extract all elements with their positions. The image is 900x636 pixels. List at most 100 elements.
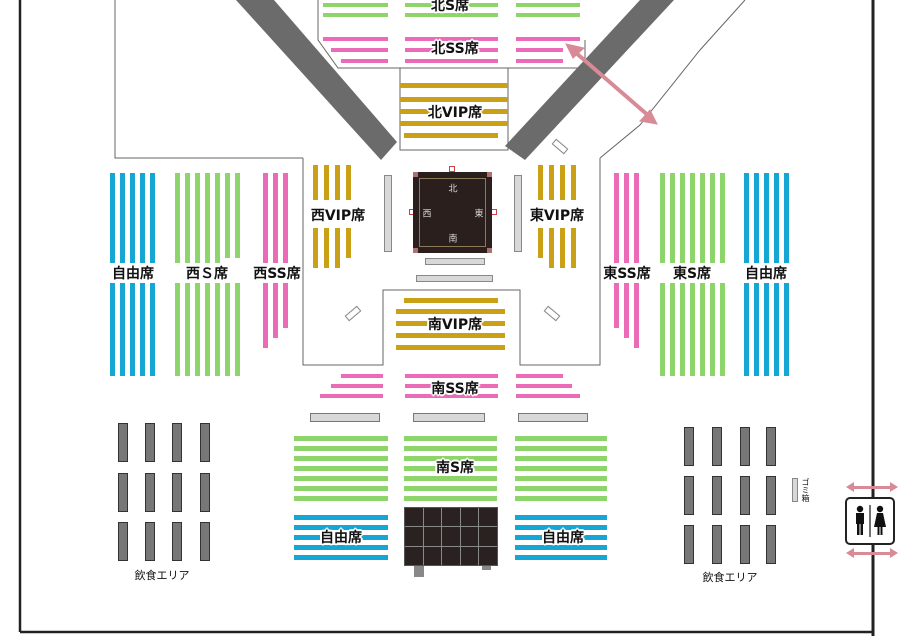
seat-row-north-vip: [404, 133, 498, 138]
seat-col-east-s: [720, 283, 725, 376]
food-table: [118, 522, 128, 561]
arrow-head: [846, 548, 854, 558]
seat-col-west-ss: [273, 173, 278, 263]
seat-row-north-s: [323, 13, 388, 17]
seat-row-north-s: [405, 3, 498, 7]
seat-row-south-s: [294, 496, 388, 501]
seat-row-north-ss: [516, 59, 563, 63]
seat-row-south-ss: [516, 374, 563, 378]
section-label-west-free: 自由席: [112, 266, 154, 282]
seat-row-south-ss: [405, 374, 498, 378]
seat-col-east-vip: [560, 228, 565, 268]
seat-row-north-s: [516, 13, 580, 17]
seat-col-east-free: [784, 283, 789, 376]
seat-row-north-s: [516, 3, 580, 7]
seat-col-west-ss: [283, 173, 288, 263]
stage-panel: [460, 546, 479, 565]
seat-row-south-vip: [396, 309, 505, 314]
seat-col-east-s: [670, 173, 675, 263]
seat-col-west-free: [110, 283, 115, 376]
seat-col-east-free: [764, 173, 769, 263]
food-table: [145, 522, 155, 561]
ring-direction-west: 西: [422, 209, 432, 220]
seat-col-west-s: [225, 173, 230, 258]
seat-row-south-ss: [331, 384, 383, 388]
inner-floor-boundary: [302, 158, 601, 366]
seat-col-east-ss: [624, 173, 629, 263]
seat-col-east-free: [784, 173, 789, 263]
food-table: [684, 525, 694, 564]
food-table: [766, 525, 776, 564]
seat-col-east-s: [660, 173, 665, 263]
seat-col-west-s: [195, 283, 200, 376]
seat-col-west-ss: [263, 283, 268, 348]
seat-row-north-ss: [516, 37, 580, 41]
seat-row-south-s: [294, 486, 388, 491]
seat-col-east-ss: [614, 283, 619, 328]
seat-col-east-s: [700, 173, 705, 263]
food-table: [118, 473, 128, 512]
seat-col-east-s: [690, 283, 695, 376]
bench: [416, 275, 493, 282]
seat-row-south-s: [404, 466, 497, 471]
food-table: [200, 423, 210, 462]
seat-col-east-s: [700, 283, 705, 376]
food-table: [200, 473, 210, 512]
section-label-east-vip: 東VIP席: [529, 208, 585, 224]
section-label-south-free-left: 自由席: [320, 530, 362, 546]
seat-row-north-ss: [341, 59, 388, 63]
seat-row-south-free: [294, 515, 388, 520]
restroom-icon: [845, 497, 895, 545]
seat-col-west-free: [150, 173, 155, 263]
bench: [425, 258, 485, 265]
seat-col-east-s: [680, 173, 685, 263]
seat-col-west-s: [215, 283, 220, 376]
ring-direction-north: 北: [448, 184, 458, 195]
food-table: [172, 423, 182, 462]
food-table: [684, 476, 694, 515]
seat-row-south-s: [294, 446, 388, 451]
seat-row-south-s: [294, 436, 388, 441]
seat-row-south-s: [404, 486, 497, 491]
seat-col-west-vip: [335, 165, 340, 200]
bench: [384, 175, 392, 252]
seat-row-south-vip: [396, 321, 505, 326]
section-label-south-ss: 南SS席: [431, 381, 479, 397]
seat-col-west-free: [140, 173, 145, 263]
section-label-south-free-right: 自由席: [542, 530, 584, 546]
seat-col-west-s: [235, 283, 240, 376]
section-label-east-ss: 東SS席: [603, 266, 651, 282]
ring-corner-post: [413, 172, 418, 177]
seat-col-west-free: [120, 283, 125, 376]
seat-row-north-ss: [516, 48, 563, 52]
ring-corner-post: [487, 248, 492, 253]
seat-row-south-s: [294, 456, 388, 461]
seat-col-east-s: [680, 283, 685, 376]
seat-row-south-s: [515, 466, 607, 471]
stage-panel: [405, 508, 423, 527]
seat-row-south-s: [404, 436, 497, 441]
seat-col-east-ss: [624, 283, 629, 338]
ring-direction-south: 南: [448, 234, 458, 245]
arrow-northeast: [565, 43, 658, 125]
seat-row-north-s: [323, 3, 388, 7]
food-area-label-right: 飲食エリア: [702, 571, 758, 584]
seat-row-south-s: [515, 486, 607, 491]
stage-panel: [479, 527, 497, 546]
stage-panel: [423, 508, 442, 527]
seat-row-south-free: [515, 525, 607, 530]
ring-corner-post: [413, 248, 418, 253]
seat-row-north-ss: [323, 37, 388, 41]
food-table: [118, 423, 128, 462]
seat-col-east-s: [670, 283, 675, 376]
stage-panel: [460, 508, 479, 527]
seat-col-west-vip: [335, 228, 340, 268]
food-table: [684, 427, 694, 466]
seat-row-north-vip: [400, 83, 508, 88]
section-label-north-s: 北S席: [430, 0, 470, 14]
seat-col-west-free: [130, 173, 135, 263]
seat-col-east-free: [754, 283, 759, 376]
food-table: [145, 423, 155, 462]
seat-col-east-vip: [549, 228, 554, 268]
